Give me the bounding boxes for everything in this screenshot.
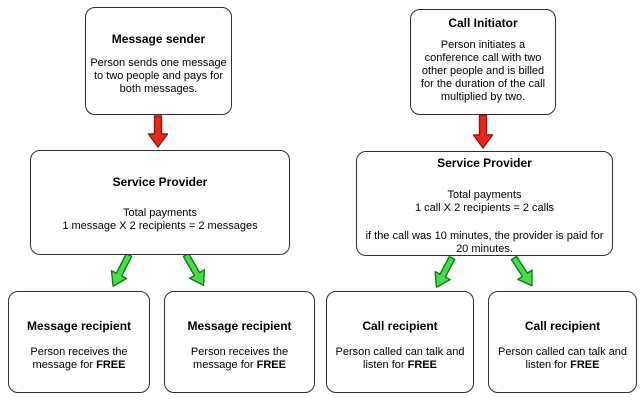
body-line: Person called can talk and [497,346,628,358]
free-emphasis: FREE [96,359,126,371]
body-line: Person initiates a [440,39,526,51]
free-emphasis: FREE [570,359,600,371]
body-line: Total payments [123,207,197,219]
body-line: Person called can talk and [335,346,465,358]
box-body: Person initiates a conference call with … [415,39,551,104]
body-line: listen for FREE [493,359,632,372]
body-line: message for FREE [13,359,145,372]
free-emphasis: FREE [407,359,437,371]
box-body: Total payments 1 message X 2 recipients … [35,207,285,233]
body-line-text: message for [193,359,254,371]
body-line: Person receives the [30,346,128,358]
box-service-provider-messaging: Service Provider Total payments 1 messag… [30,150,290,255]
body-line: 20 minutes. [456,243,513,255]
box-call-recipient-1: Call recipient Person called can talk an… [326,291,474,393]
arrow-red-calling-down-icon [472,114,494,149]
body-line: Total payments [447,189,522,201]
box-message-recipient-2: Message recipient Person receives the me… [164,291,315,393]
box-body: Total payments 1 call X 2 recipients = 2… [361,189,608,256]
box-title: Call Initiator [448,16,518,30]
free-emphasis: FREE [256,359,286,371]
body-line: Person receives the [190,346,289,358]
box-body: Person receives the message for FREE [169,346,310,372]
box-body: Person called can talk and listen for FR… [493,346,632,372]
arrow-green-calling-right-icon [510,255,533,287]
body-line: 1 message X 2 recipients = 2 messages [62,220,258,232]
box-title: Message recipient [26,319,132,333]
body-line: if the call was 10 minutes, the provider… [365,230,604,242]
arrow-green-messaging-left-icon [110,252,133,287]
box-call-initiator: Call Initiator Person initiates a confer… [410,9,556,115]
box-body: Person sends one message to two people a… [90,57,227,96]
box-title: Call recipient [524,319,601,333]
arrow-green-messaging-right-icon [182,252,206,287]
body-line: listen for FREE [331,359,469,372]
body-line-text: listen for [363,359,405,371]
body-line: both messages. [119,83,198,95]
box-body: Person called can talk and listen for FR… [331,346,469,372]
box-title: Service Provider [437,156,532,170]
box-body: Person receives the message for FREE [13,346,145,372]
arrow-green-calling-left-icon [434,255,456,288]
body-line: 1 call X 2 recipients = 2 calls [414,202,555,214]
body-line: for the duration of the call [420,78,546,90]
box-title: Message recipient [187,319,292,333]
box-title: Service Provider [112,175,208,189]
box-service-provider-calling: Service Provider Total payments 1 call X… [356,151,613,256]
body-line-text: listen for [525,359,568,371]
body-line: to two people and pays for [93,70,224,82]
body-line: message for FREE [169,359,310,372]
box-message-recipient-1: Message recipient Person receives the me… [8,291,150,393]
body-line: Person sends one message [90,57,227,69]
box-call-recipient-2: Call recipient Person called can talk an… [488,291,637,393]
body-line: conference call with two [424,52,542,64]
box-title: Call recipient [362,319,438,333]
arrow-red-messaging-down-icon [147,115,169,148]
body-line: multiplied by two. [440,91,526,103]
box-title: Message sender [111,32,206,46]
body-line-text: message for [32,359,94,371]
body-line: other people and is billed [421,65,545,77]
box-message-sender: Message sender Person sends one message … [85,7,232,115]
